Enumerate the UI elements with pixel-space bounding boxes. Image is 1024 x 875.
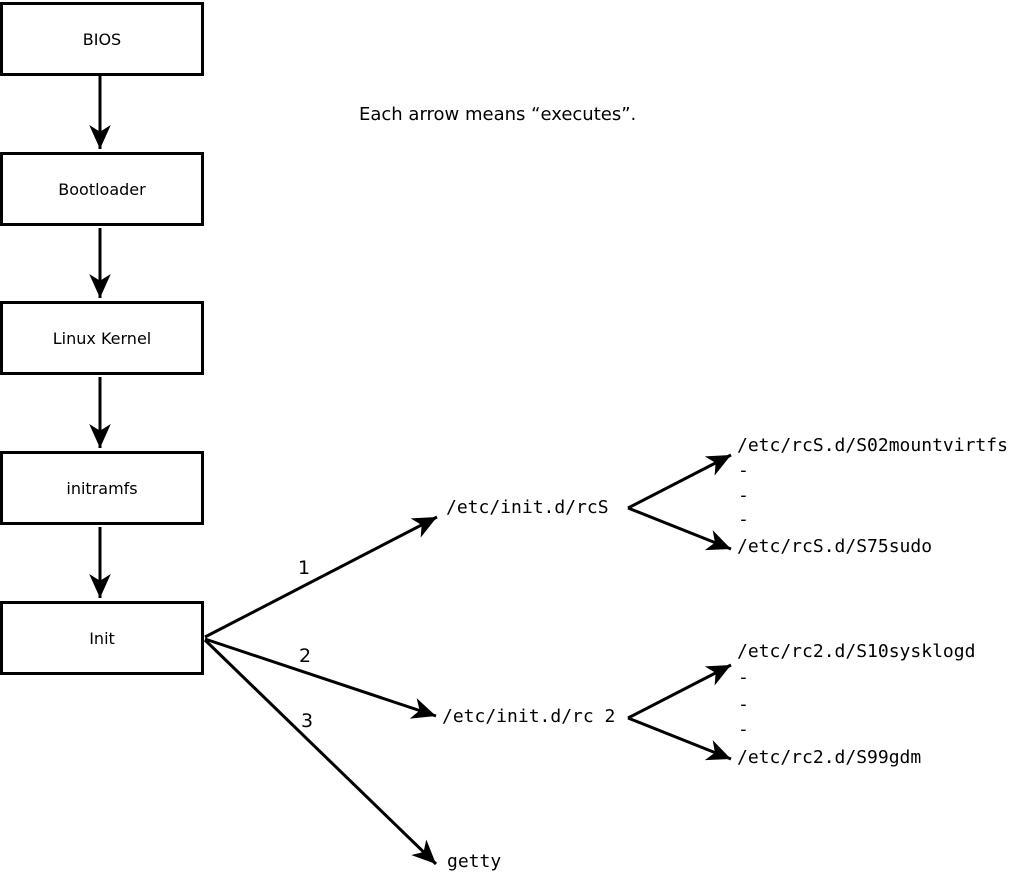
node-bios-label: BIOS <box>82 29 122 49</box>
script-item-s99gdm: /etc/rc2.d/S99gdm <box>737 747 922 768</box>
placeholder-dash: - <box>738 485 749 506</box>
placeholder-dash: - <box>738 667 749 688</box>
node-bootloader: Bootloader <box>0 152 204 226</box>
arrow-rcs-to-s02mountvirtfs <box>627 453 732 510</box>
placeholder-dash: - <box>738 509 749 530</box>
placeholder-dash: - <box>738 694 749 715</box>
node-init-label: Init <box>89 628 115 648</box>
placeholder-dash: - <box>738 460 749 481</box>
script-item-s10sysklogd: /etc/rc2.d/S10sysklogd <box>737 641 976 662</box>
node-bootloader-label: Bootloader <box>58 179 146 199</box>
node-linux-kernel-label: Linux Kernel <box>52 328 152 348</box>
branch-2-number-label: 2 <box>299 645 312 667</box>
node-init: Init <box>0 601 204 675</box>
arrow-init-to-rc2 <box>204 637 437 719</box>
script-item-s02mountvirtfs: /etc/rcS.d/S02mountvirtfs <box>737 435 1008 456</box>
node-bios: BIOS <box>0 2 204 76</box>
arrow-rc2-to-s10sysklogd <box>627 663 732 720</box>
placeholder-dash: - <box>738 719 749 740</box>
arrow-rcs-to-s75sudo <box>627 506 732 551</box>
branch-3-target: getty <box>447 851 502 872</box>
arrow-init-to-rcs <box>204 515 438 639</box>
node-initramfs-label: initramfs <box>66 478 138 498</box>
script-item-s75sudo: /etc/rcS.d/S75sudo <box>737 536 933 557</box>
node-initramfs: initramfs <box>0 451 204 525</box>
node-linux-kernel: Linux Kernel <box>0 301 204 375</box>
branch-3-number-label: 3 <box>301 710 314 732</box>
branch-2-target: /etc/init.d/rc 2 <box>442 706 616 727</box>
arrow-rc2-to-s99gdm <box>627 716 732 761</box>
branch-1-number-label: 1 <box>298 557 311 579</box>
legend-note: Each arrow means “executes”. <box>359 104 637 125</box>
arrow-init-to-getty <box>203 638 438 866</box>
branch-1-target: /etc/init.d/rcS <box>446 497 609 518</box>
